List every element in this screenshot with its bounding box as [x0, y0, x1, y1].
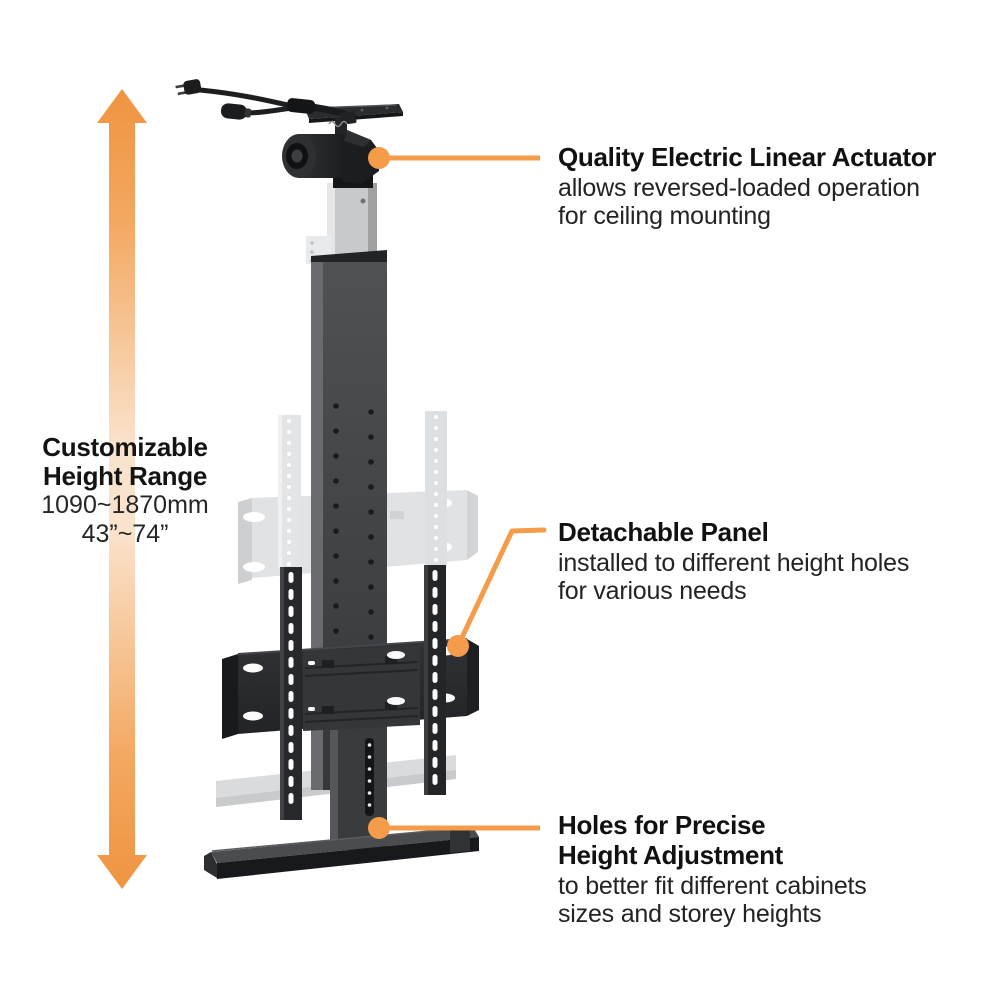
callout-panel	[447, 527, 547, 657]
height-range-mm: 1090~1870mm	[41, 491, 209, 519]
height-range-title: Customizable Height Range	[42, 432, 208, 491]
annotation-actuator-description: allows reversed-loaded operation for cei…	[558, 174, 920, 230]
callout-actuator	[368, 147, 540, 169]
vesa-strips	[280, 565, 446, 820]
callout-dot-panel	[447, 635, 469, 657]
callout-holes	[368, 817, 540, 839]
dc-connector-icon	[220, 103, 252, 120]
annotation-detachable-panel: Detachable Panel installed to different …	[558, 517, 909, 605]
callout-dot-actuator	[368, 147, 390, 169]
annotation-actuator-title: Quality Electric Linear Actuator	[558, 142, 937, 172]
height-adjustment-leg	[330, 730, 387, 850]
base	[204, 826, 479, 879]
power-plug-icon	[175, 79, 202, 96]
annotation-actuator: Quality Electric Linear Actuator allows …	[558, 142, 936, 230]
actuator-motor	[282, 111, 380, 188]
annotation-holes-title: Holes for Precise Height Adjustment	[558, 810, 784, 870]
height-range-inches: 43”~74”	[81, 520, 169, 548]
annotation-holes-description: to better fit different cabinets sizes a…	[558, 872, 867, 928]
annotation-panel-description: installed to different height holes for …	[558, 549, 910, 605]
annotation-panel-title: Detachable Panel	[558, 517, 769, 547]
height-range-label: Customizable Height Range 1090~1870mm 43…	[8, 433, 242, 549]
height-range-arrow-icon	[97, 89, 147, 889]
callout-dot-holes	[368, 817, 390, 839]
annotation-height-holes: Holes for Precise Height Adjustment to b…	[558, 810, 867, 928]
